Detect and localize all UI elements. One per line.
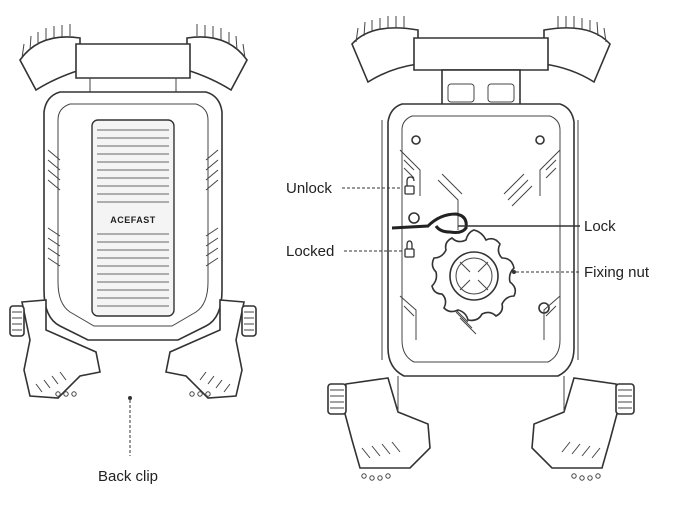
lock-callout: Lock — [458, 218, 616, 235]
back-bottom-clamp-left — [327, 377, 431, 481]
knurled-knob-icon — [9, 305, 25, 337]
front-view-holder: ACEFAST — [9, 24, 257, 399]
back-clip-callout: Back clip — [98, 396, 158, 485]
brand-logo: ACEFAST — [110, 215, 156, 225]
fixing-nut-callout: Fixing nut — [512, 264, 650, 281]
padlock-closed-icon — [404, 240, 415, 258]
label-back-clip: Back clip — [98, 468, 158, 485]
front-clamp-teeth — [21, 24, 246, 59]
label-lock: Lock — [584, 218, 616, 235]
back-bottom-clamp-right — [531, 377, 635, 481]
back-clamp-teeth — [355, 16, 607, 43]
locked-callout: Locked — [286, 243, 402, 260]
padlock-open-icon — [404, 176, 415, 195]
back-corner-bolts — [408, 135, 550, 314]
front-top-clamp — [19, 24, 248, 93]
label-fixing-nut: Fixing nut — [584, 264, 650, 281]
label-locked: Locked — [286, 243, 334, 260]
knurled-knob-icon — [327, 383, 347, 415]
back-top-clamp — [351, 16, 611, 107]
unlock-callout: Unlock — [286, 180, 402, 197]
front-panel-ribs — [97, 129, 169, 307]
front-side-grips — [47, 149, 219, 267]
lock-lever — [391, 212, 468, 234]
back-view-holder — [327, 16, 635, 481]
back-side-stripes — [381, 120, 579, 360]
label-unlock: Unlock — [286, 180, 332, 197]
front-bottom-clamp-right — [165, 299, 257, 399]
knurled-knob-icon — [241, 305, 257, 337]
fixing-nut — [431, 229, 517, 322]
front-bottom-clamp-left — [9, 299, 101, 399]
knurled-knob-icon — [615, 383, 635, 415]
